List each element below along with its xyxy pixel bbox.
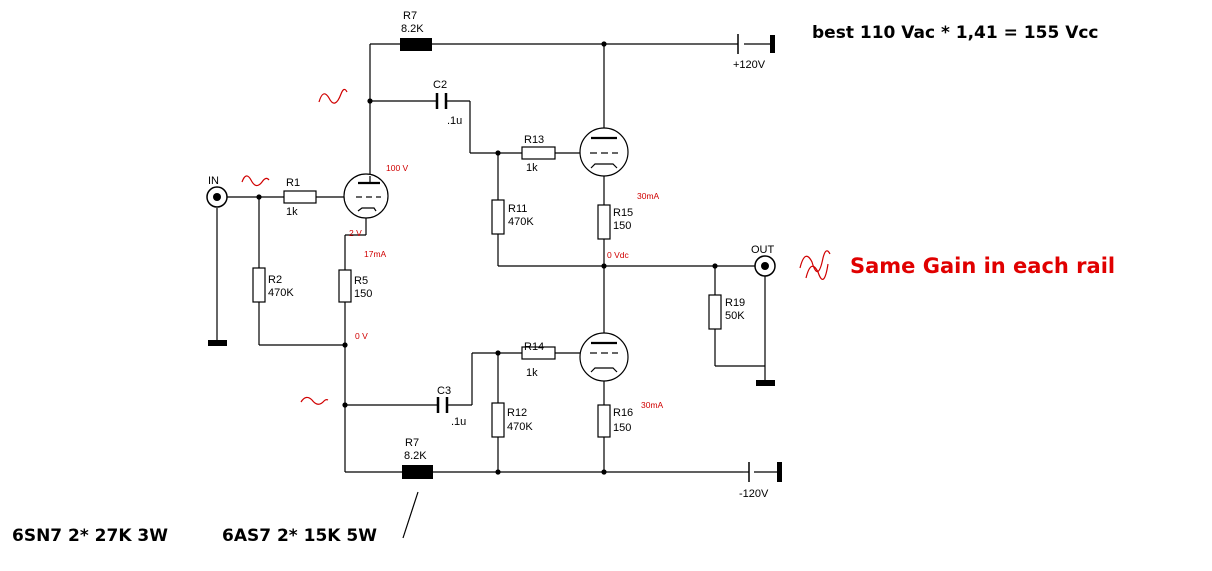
6as7-note: 6AS7 2* 15K 5W [222,526,377,546]
r15-value: 150 [613,220,631,232]
cathode-voltage-reading: 2 V [349,228,362,238]
upper-output-tube [579,127,629,177]
upper-current-reading: 30mA [637,191,660,201]
r7-bottom-value: 8.2K [404,450,427,462]
c3-capacitor [436,397,449,413]
r7-top-name: R7 [403,10,417,22]
lower-current-reading: 30mA [641,400,664,410]
r16-name: R16 [613,407,633,419]
supply-note: best 110 Vac * 1,41 = 155 Vcc [812,23,1099,43]
sine-wave-icon [805,263,829,280]
r11-value: 470K [508,216,534,228]
r19-resistor [708,294,722,330]
c2-name: C2 [433,79,447,91]
r14-name: R14 [524,341,544,353]
r7-bottom-name: R7 [405,437,419,449]
r5-name: R5 [354,275,368,287]
negative-supply-battery [743,462,782,482]
cathode-current-reading: 17mA [364,249,387,259]
r12-value: 470K [507,421,533,433]
junctions [256,41,718,475]
r2-resistor [252,267,266,303]
input-label: IN [208,175,219,187]
ground-symbol [756,380,775,386]
r15-name: R15 [613,207,633,219]
sine-wave-icon [799,250,831,273]
input-jack [206,186,228,208]
r12-name: R12 [507,407,527,419]
r2-name: R2 [268,274,282,286]
r5-resistor [338,269,352,303]
r13-value: 1k [526,162,538,174]
negative-supply-label: -120V [739,488,769,500]
sine-wave-icon [241,175,270,187]
r5-value: 150 [354,288,372,300]
r13-name: R13 [524,134,544,146]
r16-value: 150 [613,422,631,434]
c2-value: .1u [447,115,462,127]
sine-wave-icon [300,396,329,405]
r19-value: 50K [725,310,745,322]
r2-value: 470K [268,287,294,299]
r13-resistor [521,146,556,160]
r14-resistor [521,346,556,360]
r7-bottom-resistor [402,465,433,479]
wires [216,43,766,539]
r7-top-resistor [400,38,432,51]
c3-value: .1u [451,416,466,428]
output-jack [754,255,776,277]
r11-name: R11 [508,203,527,215]
r11-resistor [491,199,505,235]
r15-resistor [597,204,611,240]
r12-resistor [491,402,505,438]
sine-wave-icon [318,88,348,104]
ground-voltage-reading: 0 V [355,331,368,341]
output-label: OUT [751,244,775,256]
r1-resistor [283,190,317,204]
r16-resistor [597,404,611,438]
r1-value: 1k [286,206,298,218]
plate-voltage-reading: 100 V [386,163,409,173]
ground-symbol [208,340,227,346]
c3-name: C3 [437,385,451,397]
positive-supply-battery [737,34,775,54]
lower-output-tube [579,332,629,382]
c2-capacitor [435,93,448,109]
r7-top-value: 8.2K [401,23,424,35]
positive-supply-label: +120V [733,59,766,71]
6sn7-note: 6SN7 2* 27K 3W [12,526,168,546]
input-tube [343,173,389,219]
output-voltage-reading: 0 Vdc [607,250,629,260]
r1-name: R1 [286,177,300,189]
r14-value: 1k [526,367,538,379]
gain-note: Same Gain in each rail [850,254,1115,278]
r19-name: R19 [725,297,745,309]
